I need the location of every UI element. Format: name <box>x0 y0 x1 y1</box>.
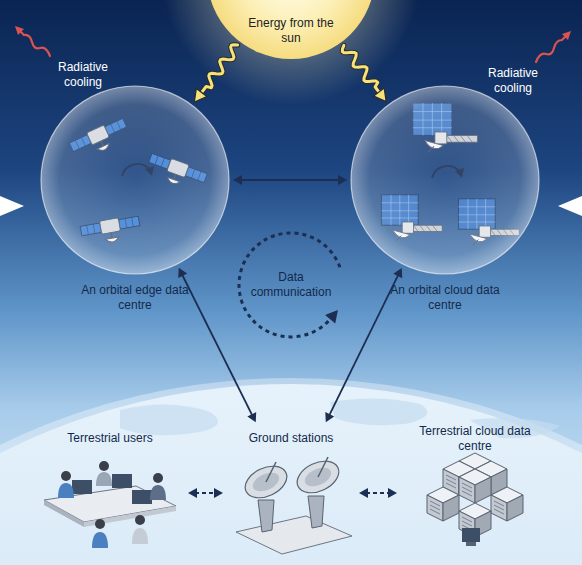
orbit-bubble <box>350 85 540 275</box>
node-label: Ground stations <box>231 431 351 446</box>
users-node: Terrestrial users <box>35 425 185 561</box>
link-line <box>240 179 340 181</box>
node-label: Energy from the sun <box>246 16 336 46</box>
node-outline <box>351 86 539 274</box>
sun-node: Energy from the sun <box>206 0 376 60</box>
data-link <box>188 488 223 498</box>
earth <box>0 384 582 565</box>
cooling-label: Radiative cooling <box>478 66 548 96</box>
arrowhead <box>325 412 334 422</box>
node-label: An orbital edge data centre <box>75 283 195 313</box>
wave-line <box>342 45 380 93</box>
energy-arrow <box>194 45 237 102</box>
arrowhead <box>194 88 207 102</box>
link-line <box>366 492 390 494</box>
terrestrial-cloud-node: Terrestrial cloud data centre <box>400 418 550 565</box>
link-line <box>182 274 253 416</box>
data-communication-cycle <box>239 233 340 337</box>
link-line <box>329 274 399 416</box>
arrowhead <box>393 268 402 278</box>
cooling-label: Radiative cooling <box>48 60 118 90</box>
orbital-cloud-node: An orbital cloud data centre <box>350 85 540 275</box>
arrowhead <box>388 488 397 498</box>
arrowhead <box>178 268 187 278</box>
orbit-bubble <box>40 85 230 275</box>
orbital-edge-node: An orbital edge data centre <box>40 85 230 275</box>
ground-stations-illustration <box>236 455 352 554</box>
arrowhead <box>233 175 242 185</box>
arrowhead <box>247 412 256 422</box>
communication-label: Data communication <box>246 270 336 300</box>
arrowhead <box>188 488 197 498</box>
arrowhead <box>214 488 223 498</box>
arrowhead <box>338 175 347 185</box>
radiative-arrowhead <box>562 31 571 40</box>
energy-arrow <box>342 45 386 101</box>
node-label: Terrestrial users <box>40 431 180 446</box>
data-link <box>178 268 256 423</box>
arrowhead <box>374 88 386 102</box>
server-illustration <box>427 453 523 546</box>
node-label: An orbital cloud data centre <box>385 283 505 313</box>
radiative-arrowhead <box>15 26 24 35</box>
sun-glow <box>161 0 421 105</box>
data-link <box>359 488 397 498</box>
data-link <box>233 175 347 185</box>
users-illustration <box>44 461 176 548</box>
node-outline <box>41 86 229 274</box>
wave-outline <box>201 45 237 93</box>
wave-outline <box>342 45 380 93</box>
wave-line <box>201 45 237 93</box>
arrowhead <box>359 488 368 498</box>
link-line <box>195 492 216 494</box>
ground-station-node: Ground stations <box>226 425 356 561</box>
node-outline <box>207 0 375 59</box>
node-label: Terrestrial cloud data centre <box>419 424 531 454</box>
